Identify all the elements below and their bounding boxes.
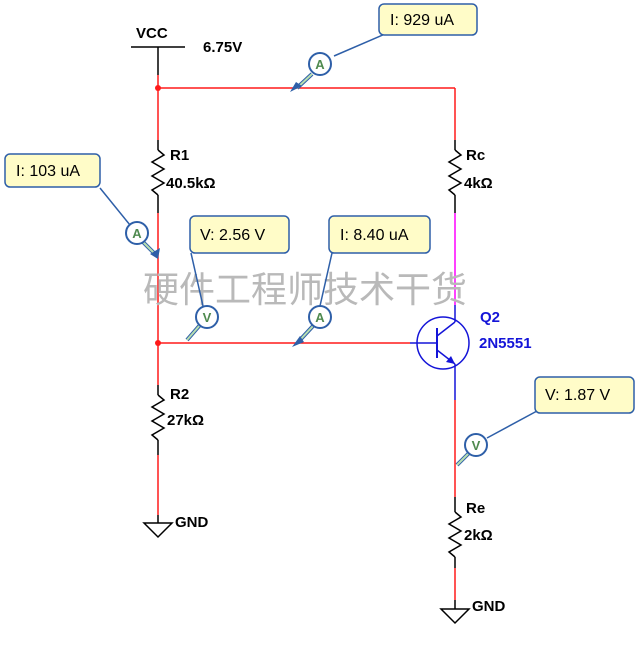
r2-value: 27kΩ bbox=[167, 412, 204, 429]
junction-vcc bbox=[155, 85, 161, 91]
npn-transistor-icon bbox=[416, 316, 470, 370]
svg-text:A: A bbox=[315, 310, 325, 325]
probe-readout-box bbox=[534, 376, 635, 414]
re-ref: Re bbox=[466, 500, 485, 517]
resistor-zigzag-icon bbox=[150, 149, 166, 196]
probe-readout-box bbox=[328, 215, 431, 254]
ammeter-icon bbox=[308, 305, 332, 329]
probe-readout-box bbox=[378, 3, 478, 36]
r1-value: 40.5kΩ bbox=[166, 175, 216, 192]
svg-text:A: A bbox=[315, 57, 325, 72]
probe-leader bbox=[99, 187, 131, 226]
ground-icon bbox=[439, 608, 471, 625]
resistor-rc[interactable]: Rc 4kΩ bbox=[447, 140, 493, 213]
ground-left[interactable]: GND bbox=[142, 514, 209, 539]
watermark-text: 硬件工程师技术干货 bbox=[143, 270, 467, 311]
resistor-r2[interactable]: R2 27kΩ bbox=[150, 385, 204, 455]
ammeter-icon bbox=[125, 221, 149, 245]
probe-arrow-icon bbox=[292, 336, 304, 347]
probe-r1-current[interactable]: I: 103 uA A bbox=[4, 153, 160, 259]
resistor-zigzag-icon bbox=[447, 149, 463, 196]
ground-right-label: GND bbox=[472, 598, 506, 615]
vcc-source[interactable]: VCC 6.75V bbox=[131, 25, 242, 75]
voltmeter-icon bbox=[464, 433, 488, 457]
ground-right[interactable]: GND bbox=[439, 598, 506, 625]
probe-leader bbox=[486, 410, 538, 439]
q2-ref: Q2 bbox=[480, 309, 500, 326]
junction-base bbox=[155, 340, 161, 346]
probe-leader bbox=[333, 33, 386, 57]
rc-value: 4kΩ bbox=[464, 175, 493, 192]
re-value: 2kΩ bbox=[464, 527, 493, 544]
probe-base-voltage[interactable]: V: 2.56 V V bbox=[185, 215, 290, 342]
resistor-re[interactable]: Re 2kΩ bbox=[447, 497, 493, 568]
probe-leader bbox=[319, 252, 333, 307]
q2-model: 2N5551 bbox=[479, 335, 532, 352]
ground-icon bbox=[142, 522, 174, 539]
probe-arrow-icon bbox=[150, 248, 160, 259]
probe-readout: I: 929 uA bbox=[390, 12, 454, 29]
svg-text:V: V bbox=[203, 310, 212, 325]
svg-text:A: A bbox=[132, 226, 142, 241]
resistor-zigzag-icon bbox=[150, 394, 166, 441]
r2-ref: R2 bbox=[170, 386, 189, 403]
svg-text:V: V bbox=[472, 438, 481, 453]
vcc-value: 6.75V bbox=[203, 39, 242, 56]
probe-emitter-voltage[interactable]: V: 1.87 V V bbox=[455, 376, 635, 467]
rc-ref: Rc bbox=[466, 147, 485, 164]
probe-leader bbox=[190, 252, 204, 307]
resistor-zigzag-icon bbox=[447, 511, 463, 558]
probe-base-current[interactable]: I: 8.40 uA A bbox=[292, 215, 431, 347]
transistor-q2[interactable]: Q2 2N5551 bbox=[416, 305, 532, 380]
probe-arrow-icon bbox=[290, 82, 302, 92]
probe-readout: I: 8.40 uA bbox=[340, 227, 409, 244]
vcc-label: VCC bbox=[136, 25, 168, 42]
ammeter-icon bbox=[308, 52, 332, 76]
probe-readout-box bbox=[189, 215, 290, 254]
probe-readout: I: 103 uA bbox=[16, 163, 80, 180]
probe-collector-current[interactable]: I: 929 uA A bbox=[290, 3, 478, 92]
resistor-r1[interactable]: R1 40.5kΩ bbox=[150, 140, 216, 213]
r1-ref: R1 bbox=[170, 147, 189, 164]
voltmeter-icon bbox=[195, 305, 219, 329]
ground-left-label: GND bbox=[175, 514, 209, 531]
probe-readout: V: 2.56 V bbox=[200, 227, 266, 244]
probe-readout-box bbox=[4, 153, 101, 188]
emitter-arrow-icon bbox=[446, 356, 455, 364]
probe-readout: V: 1.87 V bbox=[545, 387, 611, 404]
wire-net bbox=[155, 75, 456, 600]
